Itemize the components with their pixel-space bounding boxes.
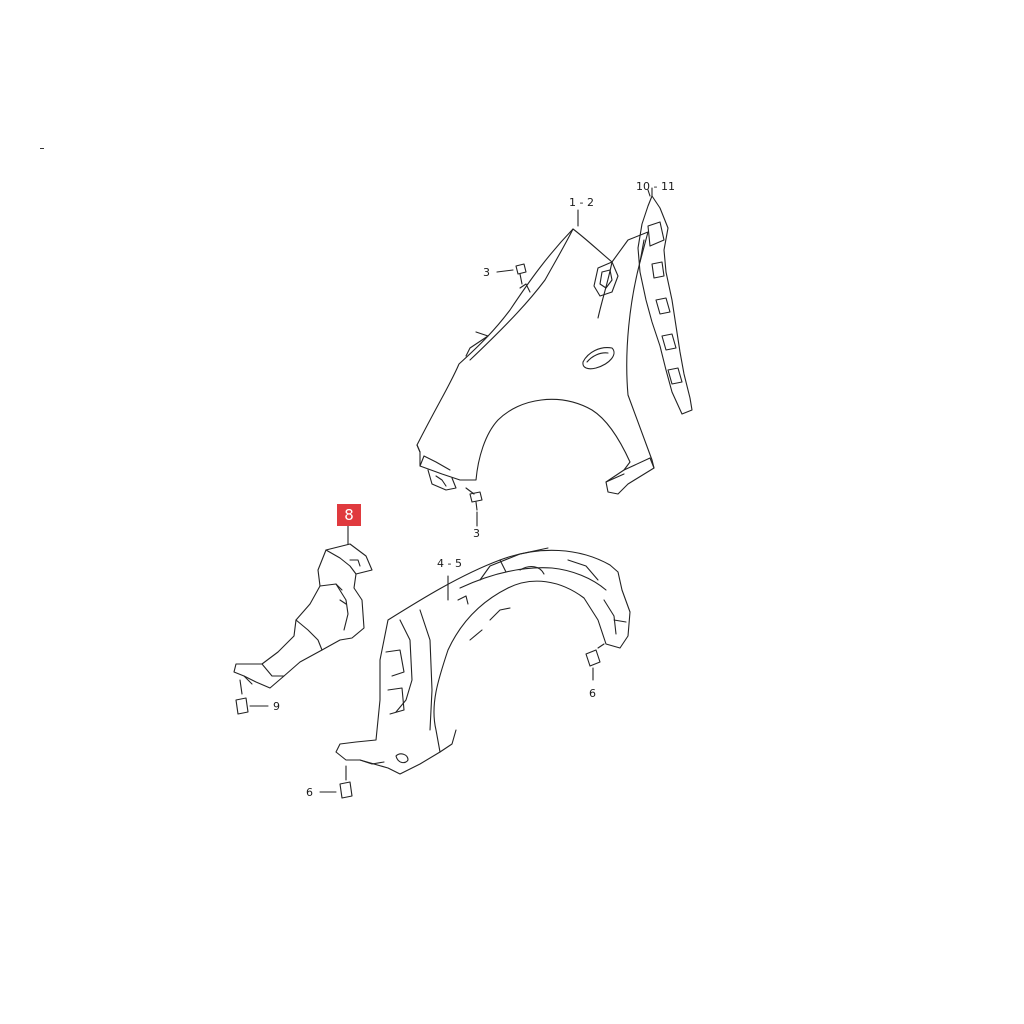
splash-shield [233, 525, 373, 689]
bolt-3-top [496, 263, 527, 285]
callout-liner: 4 - 5 [437, 557, 462, 570]
callout-bolt-bottom: 3 [473, 527, 480, 540]
leader-lines [577, 189, 651, 227]
fender-panel [416, 228, 655, 495]
clip-6-left [319, 765, 353, 799]
callout-bolt-9: 9 [273, 700, 280, 713]
callout-fender-bracket: 10 - 11 [636, 180, 675, 193]
bolt-9 [235, 679, 269, 715]
fender-bracket [637, 187, 693, 415]
bolt-3-bottom [465, 487, 483, 527]
callout-fender: 1 - 2 [569, 196, 594, 209]
callout-clip-right: 6 [589, 687, 596, 700]
scan-mark [40, 148, 44, 149]
selected-part-badge: 8 [337, 504, 361, 526]
callout-bolt-top: 3 [483, 266, 490, 279]
fender-liner [335, 547, 631, 775]
clip-6-right [585, 643, 605, 681]
callout-clip-left: 6 [306, 786, 313, 799]
